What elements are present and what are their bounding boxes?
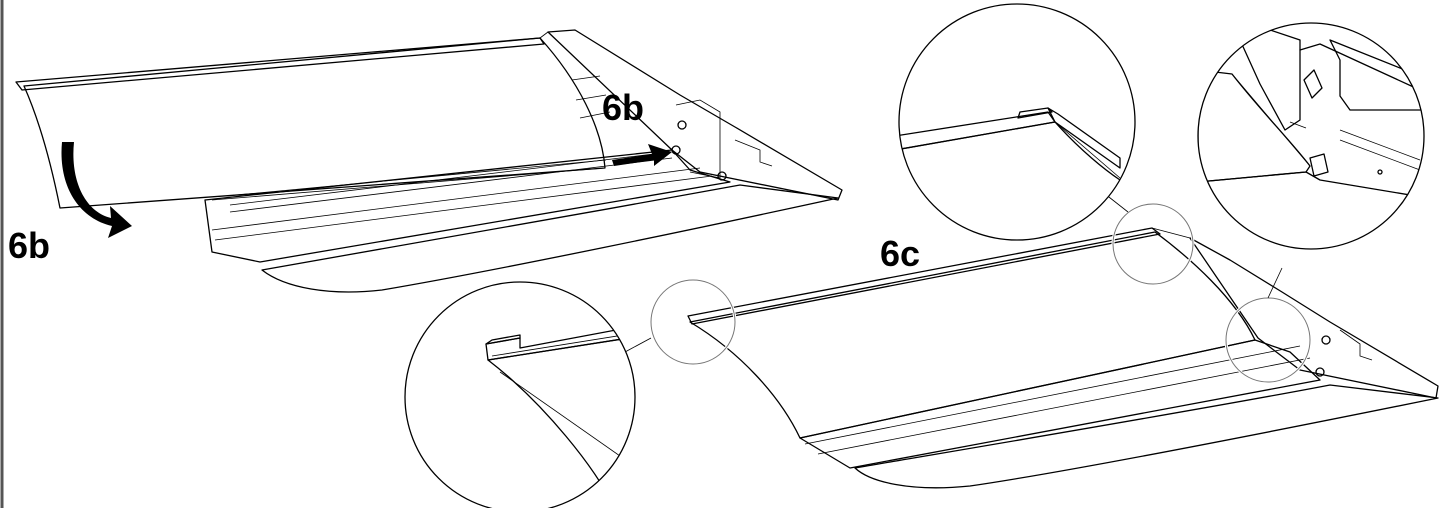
right-end-bracket [1189, 237, 1439, 399]
left-cover-panel [23, 37, 606, 209]
right-cover-panel [689, 231, 1256, 439]
detail-circle-left-end [404, 281, 636, 508]
straight-arrow-icon [612, 144, 672, 166]
left-assembly [15, 29, 843, 293]
detail-circle-bracket [1197, 22, 1425, 250]
right-assembly [687, 227, 1439, 489]
left-rail-body [204, 149, 731, 263]
left-end-bracket [547, 29, 843, 201]
step-label-6b-top: 6b [602, 87, 644, 128]
curved-arrow-icon [61, 142, 132, 238]
step-label-6b-left: 6b [8, 225, 50, 266]
right-rail-body [799, 339, 1321, 469]
detail-circle-top-corner [898, 3, 1136, 241]
left-lower-panel [261, 184, 839, 293]
step-label-6c: 6c [880, 233, 920, 274]
right-lower-panel [854, 384, 1439, 489]
